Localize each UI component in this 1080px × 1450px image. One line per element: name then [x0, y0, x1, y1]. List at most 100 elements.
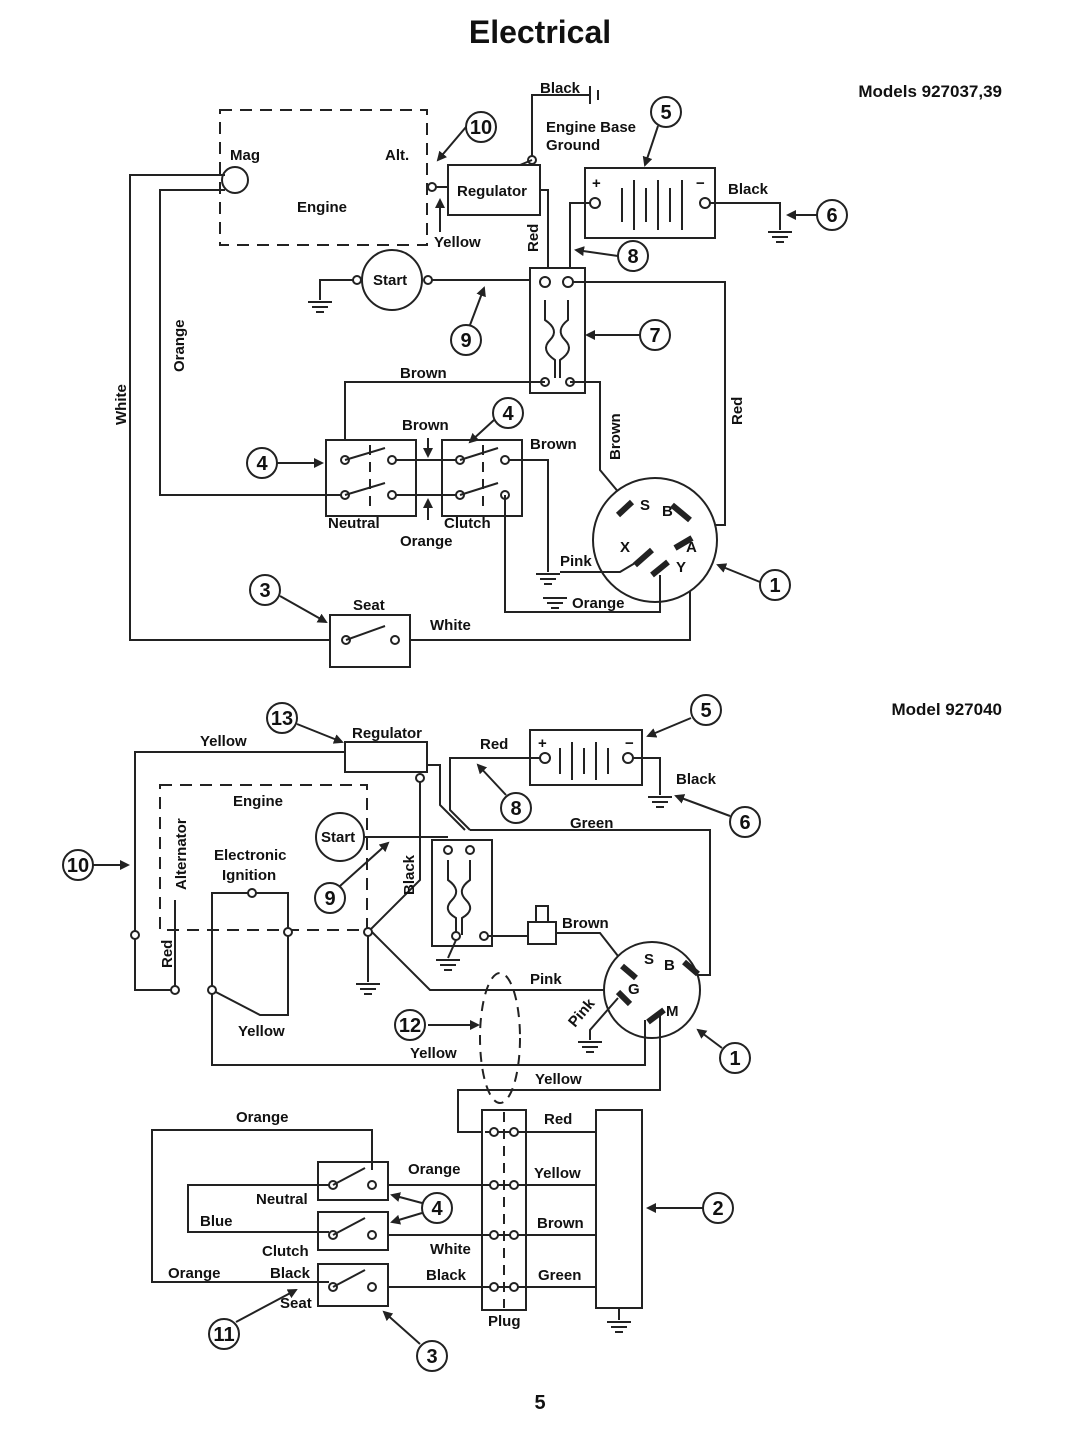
- label-orange-bottom: Orange: [400, 533, 453, 550]
- callout-13: 13: [271, 708, 293, 730]
- callout-9-2: 9: [324, 888, 335, 910]
- label-regulator: Regulator: [457, 183, 527, 200]
- ignition-switch-2: [603, 941, 701, 1039]
- label-brown-top: Brown: [400, 365, 447, 382]
- callout-6: 6: [826, 205, 837, 227]
- callouts-bottom: 13 5 10 8 6 9 12 1 4 2 11 3: [62, 694, 761, 1372]
- callout-8: 8: [627, 246, 638, 268]
- label-term-b-2: B: [664, 957, 675, 974]
- label-black-plug: Black: [426, 1267, 467, 1284]
- label-plug: Plug: [488, 1313, 521, 1330]
- label-start-2: Start: [321, 829, 355, 846]
- plug-connector: [481, 1109, 527, 1311]
- label-neutral: Neutral: [328, 515, 380, 532]
- page-number: 5: [534, 1392, 546, 1414]
- label-term-m: M: [666, 1003, 679, 1020]
- module-box: [595, 1109, 643, 1309]
- label-white-bottom: White: [430, 617, 471, 634]
- label-black-vertical: Black: [401, 854, 418, 895]
- label-mag: Mag: [230, 147, 260, 164]
- callout-10: 10: [470, 117, 492, 139]
- diagram-bottom: Regulator Yellow Engine Alternator Red E…: [62, 694, 761, 1372]
- callout-3: 3: [259, 580, 270, 602]
- callout-4-right: 4: [502, 403, 514, 425]
- label-white-vertical: White: [113, 384, 130, 425]
- label-red-2: Red: [480, 736, 508, 753]
- callout-6-2: 6: [739, 812, 750, 834]
- label-term-s-2: S: [644, 951, 654, 968]
- label-black-right-2: Black: [676, 771, 717, 788]
- label-term-y: Y: [676, 559, 686, 576]
- label-blue: Blue: [200, 1213, 233, 1230]
- engine-box-2: [159, 784, 368, 931]
- callout-4-left: 4: [256, 453, 268, 475]
- callout-11: 11: [213, 1324, 234, 1346]
- label-pink: Pink: [560, 553, 592, 570]
- label-yellow-top: Yellow: [200, 733, 247, 750]
- engine-box: [219, 109, 428, 246]
- label-brown-2: Brown: [562, 915, 609, 932]
- label-yellow-plug: Yellow: [534, 1165, 581, 1182]
- magneto-terminal: [221, 166, 249, 194]
- label-orange-top: Orange: [236, 1109, 289, 1126]
- label-red-vertical: Red: [525, 224, 542, 252]
- label-minus: −: [696, 175, 705, 192]
- label-clutch-2: Clutch: [262, 1243, 309, 1260]
- ignition-switch: [592, 477, 718, 603]
- callout-3-2: 3: [426, 1346, 437, 1368]
- label-brown-right: Brown: [530, 436, 577, 453]
- callout-1: 1: [769, 575, 780, 597]
- label-yellow-right: Yellow: [535, 1071, 582, 1088]
- label-plus-2: +: [538, 735, 547, 752]
- label-white: White: [430, 1241, 471, 1258]
- label-orange-vertical: Orange: [171, 319, 188, 372]
- label-pink-horizontal: Pink: [530, 971, 562, 988]
- label-engine-base: Engine Base: [546, 119, 636, 136]
- regulator-box-2: [344, 741, 428, 773]
- callout-12: 12: [399, 1015, 421, 1037]
- alt-terminal: [427, 182, 437, 192]
- label-term-x: X: [620, 539, 630, 556]
- label-ignition: Ignition: [222, 867, 276, 884]
- label-alternator: Alternator: [173, 818, 190, 890]
- label-alt: Alt.: [385, 147, 409, 164]
- callout-1-2: 1: [729, 1048, 740, 1070]
- label-engine-2: Engine: [233, 793, 283, 810]
- label-term-b: B: [662, 503, 673, 520]
- label-seat-2: Seat: [280, 1295, 312, 1312]
- callout-5-2: 5: [700, 700, 711, 722]
- label-red-plug: Red: [544, 1111, 572, 1128]
- label-orange-left: Orange: [168, 1265, 221, 1282]
- label-start: Start: [373, 272, 407, 289]
- model-label-top: Models 927037,39: [858, 82, 1002, 101]
- label-brown-vertical: Brown: [607, 413, 624, 460]
- label-seat: Seat: [353, 597, 385, 614]
- callout-10-2: 10: [67, 855, 89, 877]
- label-term-g: G: [628, 981, 640, 998]
- label-plus: +: [592, 175, 601, 192]
- callout-5: 5: [660, 102, 671, 124]
- callout-9: 9: [460, 330, 471, 352]
- label-red-right-vertical: Red: [729, 397, 746, 425]
- label-yellow-loop: Yellow: [238, 1023, 285, 1040]
- label-orange-switch: Orange: [572, 595, 625, 612]
- label-engine: Engine: [297, 199, 347, 216]
- label-black-right: Black: [728, 181, 769, 198]
- callout-4-2: 4: [431, 1198, 443, 1220]
- label-yellow: Yellow: [434, 234, 481, 251]
- label-neutral-2: Neutral: [256, 1191, 308, 1208]
- label-regulator-2: Regulator: [352, 725, 422, 742]
- label-green-plug: Green: [538, 1267, 581, 1284]
- label-brown-mid: Brown: [402, 417, 449, 434]
- label-clutch: Clutch: [444, 515, 491, 532]
- label-ground: Ground: [546, 137, 600, 154]
- callout-2: 2: [712, 1198, 723, 1220]
- label-black-left: Black: [270, 1265, 311, 1282]
- label-green: Green: [570, 815, 613, 832]
- callouts-top: 10 5 6 8 9 7 4 4 3 1: [246, 96, 848, 623]
- solenoid-box: [529, 267, 586, 394]
- callout-8-2: 8: [510, 798, 521, 820]
- model-label-bottom: Model 927040: [891, 700, 1002, 719]
- label-term-s: S: [640, 497, 650, 514]
